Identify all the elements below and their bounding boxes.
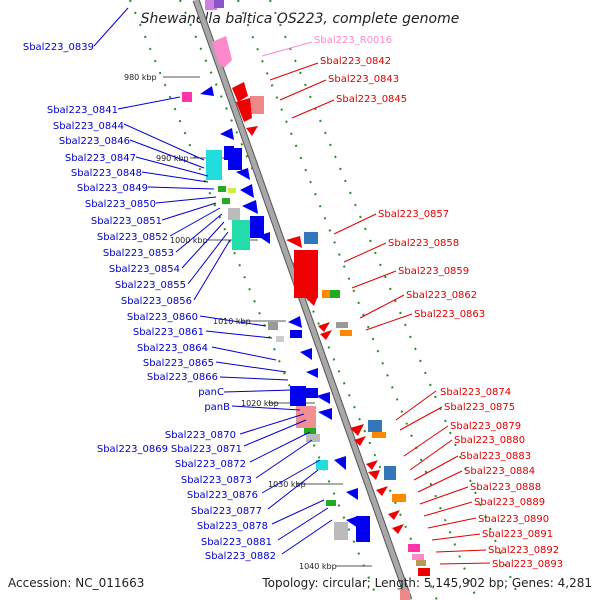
gene-label: Sbal223_0892 [488, 545, 559, 556]
gene-label: Sbal223_0850 [85, 199, 156, 210]
gene-label: Sbal223_0891 [482, 529, 553, 540]
kbp-markers: 980 kbp 990 kbp 1000 kbp 1010 kbp 1020 k… [124, 73, 372, 571]
backbone [193, 0, 412, 600]
gene-label: Sbal223_0839 [23, 42, 94, 53]
gene-label: Sbal223_0857 [378, 209, 449, 220]
kbp-label: 1020 kbp [241, 399, 279, 408]
reverse-strand-genes [232, 82, 430, 600]
gene-label: Sbal223_0849 [77, 183, 148, 194]
gene-label: Sbal223_0841 [47, 105, 118, 116]
gene-label: Sbal223_0875 [444, 402, 515, 413]
gene-label: Sbal223_0882 [205, 551, 276, 562]
left-gene-labels: Sbal223_0839 Sbal223_0841 Sbal223_0844 S… [23, 42, 276, 562]
gene-label: Sbal223_0878 [197, 521, 268, 532]
kbp-label: 980 kbp [124, 73, 157, 82]
topology-text: Topology: circular; Length: 5,145,902 bp… [261, 576, 592, 590]
gene-label: Sbal223_0866 [147, 372, 218, 383]
gene-label: Sbal223_0876 [187, 490, 258, 501]
gene-label: Sbal223_0860 [127, 312, 198, 323]
gene-label: panC [198, 387, 224, 398]
gene-label: Sbal223_0865 [143, 358, 214, 369]
gene-label: Sbal223_0859 [398, 266, 469, 277]
gene-label: Sbal223_0870 [165, 430, 236, 441]
gene-label: Sbal223_0871 [171, 444, 242, 455]
right-connectors [261, 41, 491, 565]
gene-label: Sbal223_0880 [454, 435, 525, 446]
gene-label: Sbal223_0861 [133, 327, 204, 338]
gene-label: Sbal223_0856 [121, 296, 192, 307]
gene-label: Sbal223_0862 [406, 290, 477, 301]
kbp-label: 1010 kbp [213, 317, 251, 326]
kbp-label: 1000 kbp [170, 236, 208, 245]
gene-label: Sbal223_0874 [440, 387, 511, 398]
gene-label: Sbal223_0852 [97, 232, 168, 243]
gene-label: Sbal223_0889 [474, 497, 545, 508]
gene-label: Sbal223_0845 [336, 94, 407, 105]
map-title: Shewanella baltica OS223, complete genom… [141, 11, 460, 27]
gene-label: panB [204, 402, 230, 413]
gene-label: Sbal223_0890 [478, 514, 549, 525]
gene-label: Sbal223_0883 [460, 451, 531, 462]
gene-label: Sbal223_0842 [320, 56, 391, 67]
kbp-label: 1030 kbp [268, 480, 306, 489]
gene-label: Sbal223_0879 [450, 421, 521, 432]
gene-label: Sbal223_0872 [175, 459, 246, 470]
gene-label: Sbal223_0844 [53, 121, 124, 132]
gene-label: Sbal223_0854 [109, 264, 180, 275]
right-gene-labels: Sbal223_R0016 Sbal223_0842 Sbal223_0843 … [314, 35, 563, 570]
accession-text: Accession: NC_011663 [8, 576, 144, 590]
gene-label: Sbal223_0873 [181, 475, 252, 486]
gene-label: Sbal223_0877 [191, 506, 262, 517]
gene-label: Sbal223_0863 [414, 309, 485, 320]
gene-label: Sbal223_0846 [59, 136, 130, 147]
gene-label: Sbal223_0853 [103, 248, 174, 259]
gene-label: Sbal223_0888 [470, 482, 541, 493]
rna-gene [212, 36, 232, 68]
gene-label: Sbal223_0855 [115, 280, 186, 291]
gene-label: Sbal223_R0016 [314, 35, 392, 46]
gene-label: Sbal223_0847 [65, 153, 136, 164]
gene-label: Sbal223_0881 [201, 537, 272, 548]
kbp-label: 1040 kbp [299, 562, 337, 571]
kbp-label: 990 kbp [156, 154, 189, 163]
gene-label: Sbal223_0864 [137, 343, 208, 354]
left-connectors [93, 7, 333, 555]
gene-label: Sbal223_0884 [464, 466, 535, 477]
gene-label: Sbal223_0851 [91, 216, 162, 227]
gene-label: Sbal223_0843 [328, 74, 399, 85]
gene-label: Sbal223_0869 [97, 444, 168, 455]
forward-strand-genes [182, 0, 370, 542]
gene-label: Sbal223_0848 [71, 168, 142, 179]
gene-label: Sbal223_0893 [492, 559, 563, 570]
gene-label: Sbal223_0858 [388, 238, 459, 249]
